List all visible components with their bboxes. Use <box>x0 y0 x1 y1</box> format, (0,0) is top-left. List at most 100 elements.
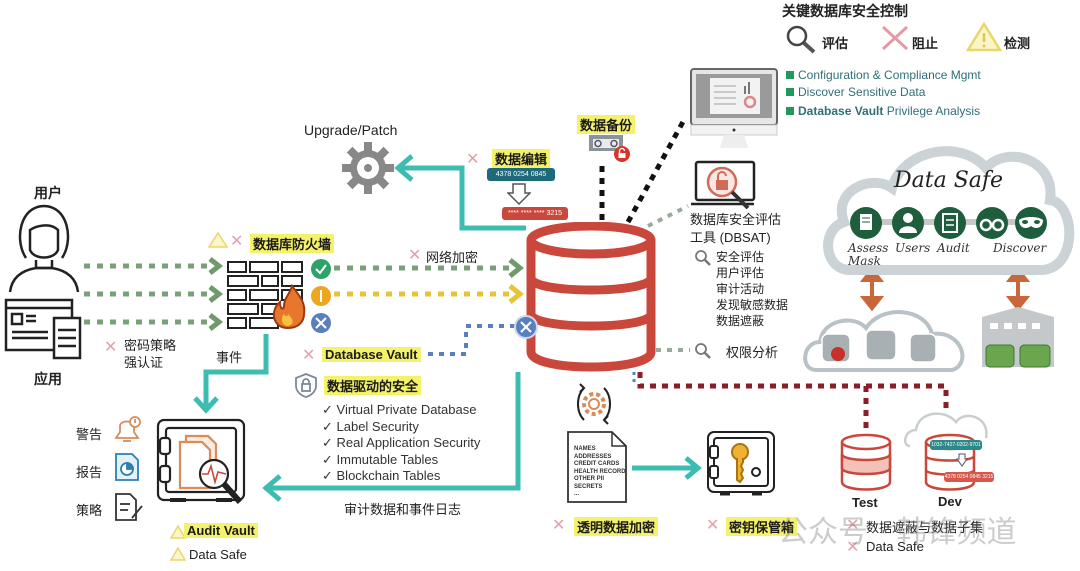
console-feature-list: Configuration & Compliance Mgmt Discover… <box>786 68 981 118</box>
discover-label: Discover <box>993 241 1047 255</box>
block-x-icon: ✕ <box>552 515 566 534</box>
legend-assess <box>784 24 820 58</box>
data-driven-security-list: ✓ Virtual Private Database ✓ Label Secur… <box>322 402 480 485</box>
console-line <box>625 118 687 224</box>
legend-detect-label: 检测 <box>1004 37 1031 52</box>
audit-label: Audit <box>937 241 970 255</box>
data-driven-security-title: 数据驱动的安全 <box>324 376 422 395</box>
audit-log-label: 审计数据和事件日志 <box>344 503 462 518</box>
alert-exclaim-icon <box>310 285 332 311</box>
backup-tape-icon <box>588 134 634 168</box>
legend-block-label: 阻止 <box>912 37 939 52</box>
block-x-icon: ✕ <box>706 515 720 534</box>
key-vault-label: 密钥保管箱 <box>726 517 798 536</box>
events-label: 事件 <box>216 351 243 366</box>
feature-item: ✓ Immutable Tables <box>322 451 439 467</box>
report-label: 报告 <box>76 466 103 481</box>
block-x-icon: ✕ <box>302 345 316 364</box>
assess-icon <box>849 206 883 244</box>
dbsat-line <box>647 204 689 228</box>
dev-cloud-icon <box>903 408 994 452</box>
blocked-x-icon <box>310 312 332 338</box>
dev-card-original: 1032-7427-0202-9701 <box>930 440 982 450</box>
data-safe-sync-arrows <box>859 266 1031 312</box>
alert-label: 警告 <box>76 428 103 443</box>
warning-icon <box>965 21 1003 56</box>
encryption-cycle-icon <box>576 380 612 434</box>
console-item: Configuration & Compliance Mgmt <box>786 68 981 82</box>
on-premise-datacenter-icon <box>980 305 1056 373</box>
binoculars-icon <box>975 206 1009 244</box>
magnifier-icon <box>694 249 712 271</box>
inbound-arrowheads <box>208 257 224 331</box>
allowed-check-icon <box>310 258 332 284</box>
warning-icon <box>169 546 187 565</box>
block-x-icon: ✕ <box>846 515 860 534</box>
blocked-x-icon <box>514 315 538 343</box>
feature-item: ✓ Blockchain Tables <box>322 468 441 483</box>
user-label: 用户 <box>34 186 62 202</box>
upgrade-label: Upgrade/Patch <box>304 122 398 138</box>
test-label: Test <box>852 495 878 510</box>
masking-data-safe-label: Data Safe <box>866 539 924 554</box>
magnifier-icon <box>694 342 712 364</box>
card-number-original: 4378 0254 0845 3215 <box>487 168 555 191</box>
block-x-icon: ✕ <box>230 231 244 250</box>
console-item: Discover Sensitive Data <box>786 85 981 99</box>
dbsat-items: 安全评估用户评估审计活动发现敏感数据数据遮蔽 <box>716 250 789 328</box>
nonprod-line <box>637 372 949 412</box>
monitor-icon <box>690 68 778 154</box>
audit-log-arrow-line <box>268 372 521 491</box>
cloud-databases-icon <box>802 300 972 378</box>
key-vault-safe-icon <box>706 430 776 504</box>
warning-icon <box>207 231 229 252</box>
user-icon <box>6 200 82 300</box>
upgrade-arrow-line <box>400 165 526 231</box>
down-arrow-icon <box>506 183 532 209</box>
tde-label: 透明数据加密 <box>574 517 659 536</box>
mask-label: Mask <box>848 254 881 268</box>
network-encryption-label: 网络加密 <box>426 251 479 266</box>
dbsat-title: 数据库安全评估工具 (DBSAT) <box>690 213 782 245</box>
audit-vault-data-safe-label: Data Safe <box>189 547 247 562</box>
mask-icon <box>1014 206 1048 244</box>
console-item: Database Vault Privilege Analysis <box>786 104 981 118</box>
policy-document-icon <box>114 492 144 526</box>
gear-icon <box>340 140 396 200</box>
privilege-analysis-label: 权限分析 <box>726 346 779 361</box>
application-icon <box>4 298 84 364</box>
test-database-icon <box>838 432 894 496</box>
audit-vault-safe-icon <box>156 418 254 518</box>
firewall-title: 数据库防火墙 <box>250 234 335 253</box>
block-x-icon: ✕ <box>846 537 860 556</box>
feature-item: ✓ Label Security <box>322 418 419 434</box>
shield-lock-icon <box>294 372 318 402</box>
legend-title: 关键数据库安全控制 <box>782 4 908 20</box>
assess-label: Assess <box>848 241 889 255</box>
app-label: 应用 <box>34 372 62 388</box>
firewall-icon <box>226 260 306 334</box>
backup-title: 数据备份 <box>577 115 636 134</box>
users-icon <box>891 206 925 244</box>
database-icon <box>524 221 658 376</box>
dev-card-masked: 4378 0254 0845 3215 <box>944 472 994 482</box>
legend-assess-label: 评估 <box>822 37 849 52</box>
users-label: Users <box>895 241 931 255</box>
magnifier-icon <box>786 25 816 54</box>
down-arrow-icon <box>956 452 968 471</box>
database-vault-label: Database Vault <box>322 347 421 362</box>
warning-icon <box>169 524 187 543</box>
feature-item: ✓ Virtual Private Database <box>322 402 477 417</box>
inbound-traffic-lines <box>84 263 210 325</box>
audit-clipboard-icon <box>933 206 967 244</box>
events-arrow-line <box>203 334 269 408</box>
report-icon <box>114 452 140 486</box>
feature-item: ✓ Real Application Security <box>322 435 481 450</box>
policy-label: 策略 <box>76 504 103 519</box>
block-x-icon: ✕ <box>466 149 480 168</box>
bell-icon <box>112 414 142 448</box>
audit-vault-label: Audit Vault <box>184 523 258 538</box>
watermark: 公众号 · 韩锋频道 <box>778 515 1017 550</box>
